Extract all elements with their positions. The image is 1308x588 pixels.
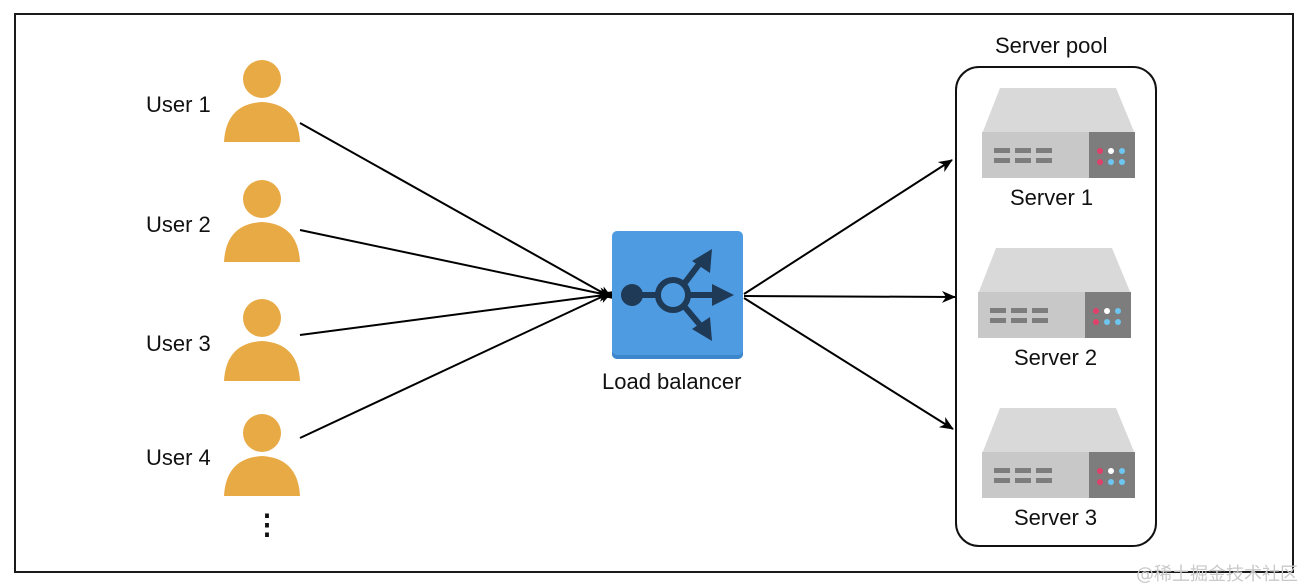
server-icon xyxy=(978,248,1131,338)
server-pool-title: Server pool xyxy=(995,33,1108,58)
arrow-user2-lb xyxy=(299,229,613,300)
user-2-label: User 2 xyxy=(146,212,211,237)
arrow-lb-server2 xyxy=(743,290,956,303)
arrow-user3-lb xyxy=(299,289,613,336)
user-1-label: User 1 xyxy=(146,92,211,117)
arrow-lb-server1 xyxy=(743,159,953,295)
user-icon xyxy=(224,299,300,381)
user-4-label: User 4 xyxy=(146,445,211,470)
server-icon xyxy=(982,408,1135,498)
arrow-lb-server3 xyxy=(743,297,954,430)
user-icon xyxy=(224,180,300,262)
arrow-user4-lb xyxy=(299,291,613,439)
user-3-label: User 3 xyxy=(146,331,211,356)
user-icon xyxy=(224,60,300,142)
server-3-label: Server 3 xyxy=(1014,505,1098,530)
watermark: @稀土掘金技术社区 xyxy=(1136,564,1298,585)
server-1-label: Server 1 xyxy=(1010,185,1094,210)
server-2-label: Server 2 xyxy=(1014,345,1098,370)
load-balancer-icon xyxy=(612,231,743,359)
server-icon xyxy=(982,88,1135,178)
diagram-frame xyxy=(14,13,1294,573)
arrow-user1-lb xyxy=(299,122,613,299)
user-icon xyxy=(224,414,300,496)
load-balancer-label: Load balancer xyxy=(602,369,742,394)
more-users-indicator: ⋮ xyxy=(253,509,281,540)
